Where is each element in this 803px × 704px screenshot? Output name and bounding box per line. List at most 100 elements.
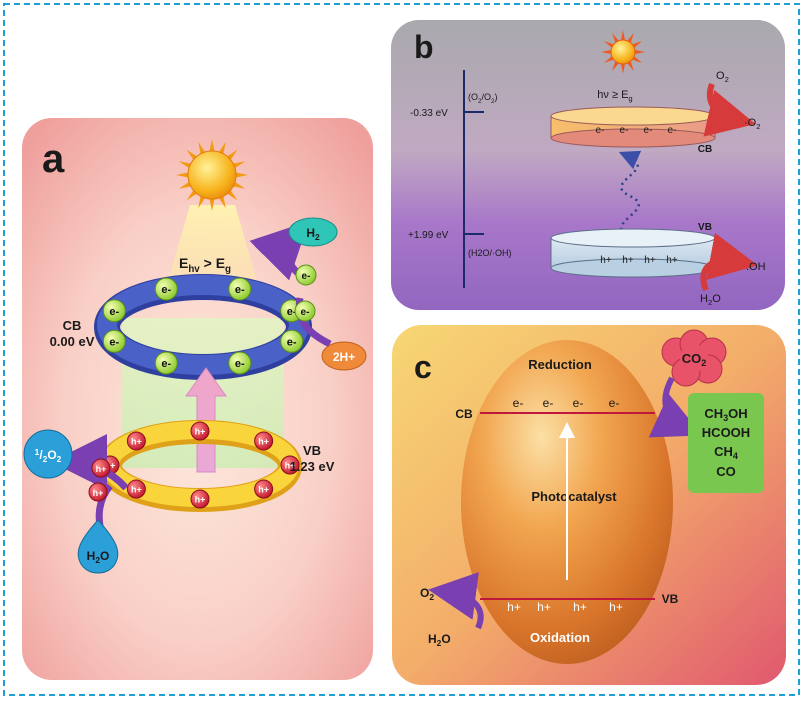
vb-holes-c: h+h+h+h+ <box>507 600 623 614</box>
hole-b: h+ <box>622 255 634 266</box>
h2o-label-a: H2O <box>87 549 110 565</box>
electron-c: e- <box>543 396 554 410</box>
hole-b: h+ <box>666 255 678 266</box>
sun-ray <box>209 139 215 154</box>
electron <box>102 329 126 353</box>
panel-b-label: b <box>414 29 434 65</box>
vb-name: VB <box>303 443 321 458</box>
water-oxidation-arrow-b <box>700 232 758 292</box>
transfer-electron-2-label: e- <box>301 307 310 318</box>
hole-label: h+ <box>258 484 269 494</box>
water-oxidation-arrow-c <box>428 572 484 630</box>
sun-ray <box>633 49 645 55</box>
two-h-plus-bubble <box>321 341 367 371</box>
hole-label: h+ <box>195 426 206 436</box>
hole <box>254 431 274 451</box>
electron-c: e- <box>609 396 620 410</box>
hydroxyl-label: .OH <box>746 261 766 273</box>
electron-c: e- <box>513 396 524 410</box>
hole <box>254 479 274 499</box>
co2-reduction-arrow <box>648 376 703 438</box>
electron-c: e- <box>573 396 584 410</box>
electron-label: e- <box>287 336 297 348</box>
electron-label: e- <box>235 284 245 296</box>
panel-a: a Ehv > Eg e-e-e-e-e-e-e-e- CB 0.00 eV h… <box>22 118 373 680</box>
hole <box>126 431 146 451</box>
panel-c-label: c <box>414 349 432 385</box>
hole-b: h+ <box>644 255 656 266</box>
electron-b: e- <box>668 125 677 136</box>
electron-b: e- <box>596 125 605 136</box>
vb-label-b: VB <box>698 222 712 233</box>
redox-couple-bottom: (H2O/·OH) <box>468 248 512 258</box>
co2-cloud <box>661 329 727 387</box>
half-o2-label: 1/2O2 <box>35 447 62 464</box>
vb-label-c: VB <box>662 592 679 606</box>
electron <box>280 329 304 353</box>
oxidation-label: Oxidation <box>530 630 590 645</box>
vb-disk <box>550 228 716 278</box>
panel-a-label: a <box>42 137 65 181</box>
hole-label: h+ <box>131 436 142 446</box>
hole-c: h+ <box>573 600 587 614</box>
cb-electrons: e-e-e-e-e-e-e-e- <box>102 277 304 375</box>
product-item: CH4 <box>714 444 739 461</box>
sun-ray <box>209 196 215 211</box>
hole <box>190 489 210 509</box>
transfer-electron-1 <box>295 264 317 286</box>
products-list: CH3OH HCOOH CH4 CO <box>702 406 750 479</box>
photon-condition: hν ≥ Eg <box>597 89 632 103</box>
hole <box>190 421 210 441</box>
redox-couple-top: (O2/O2) <box>468 92 498 105</box>
h2-label: H2 <box>306 226 320 242</box>
transfer-electron-2 <box>294 300 316 322</box>
hole-c: h+ <box>537 600 551 614</box>
hole-label: h+ <box>258 436 269 446</box>
potential-bottom-label: +1.99 eV <box>408 230 449 241</box>
superoxide-label: ·O2 <box>744 117 761 131</box>
electron-label: e- <box>161 284 171 296</box>
electron-label: e- <box>109 306 119 318</box>
electron-label: e- <box>161 358 171 370</box>
sun-icon-b <box>601 30 645 74</box>
h2o-label-c: H2O <box>428 632 451 648</box>
sun-ray <box>233 172 248 178</box>
sun-icon <box>176 139 248 211</box>
o2-reduction-arrow <box>703 82 756 137</box>
panel-b: b -0.33 eV +1.99 eV (O2/O2) (H2O/·OH) hν… <box>391 20 785 310</box>
product-item: CH3OH <box>704 406 747 423</box>
product-item: CO <box>716 464 736 479</box>
hole <box>126 479 146 499</box>
cb-name: CB <box>63 318 82 333</box>
electron <box>154 351 178 375</box>
transfer-hole-2-label: h+ <box>93 488 104 498</box>
electron-label: e- <box>109 336 119 348</box>
hole-c: h+ <box>507 600 521 614</box>
panel-c: c Reduction Oxidation Photocatalyst CB V… <box>392 325 786 685</box>
electron-label: e- <box>287 306 297 318</box>
electron <box>102 299 126 323</box>
hole-label: h+ <box>195 494 206 504</box>
transfer-hole-1 <box>91 458 111 478</box>
transfer-hole-1-label: h+ <box>96 464 107 474</box>
sun-ray <box>620 30 626 42</box>
electron <box>154 277 178 301</box>
sun-ray <box>176 172 191 178</box>
electron <box>228 351 252 375</box>
vb-potential: 1.23 eV <box>290 459 335 474</box>
transfer-hole-2 <box>88 482 108 502</box>
figure-frame <box>3 3 800 696</box>
cb-label-b: CB <box>698 144 712 155</box>
co2-label: CO2 <box>682 351 707 368</box>
cb-electrons-b: e-e-e-e- <box>596 125 677 136</box>
o2-label-b: O2 <box>716 70 729 84</box>
cb-disk <box>550 106 716 148</box>
photocatalyst-label: Photocatalyst <box>531 489 617 504</box>
excitation-arrow <box>185 367 227 473</box>
water-drop <box>77 519 119 574</box>
hole-b: h+ <box>600 255 612 266</box>
potential-top-label: -0.33 eV <box>410 108 448 119</box>
hole <box>280 455 300 475</box>
